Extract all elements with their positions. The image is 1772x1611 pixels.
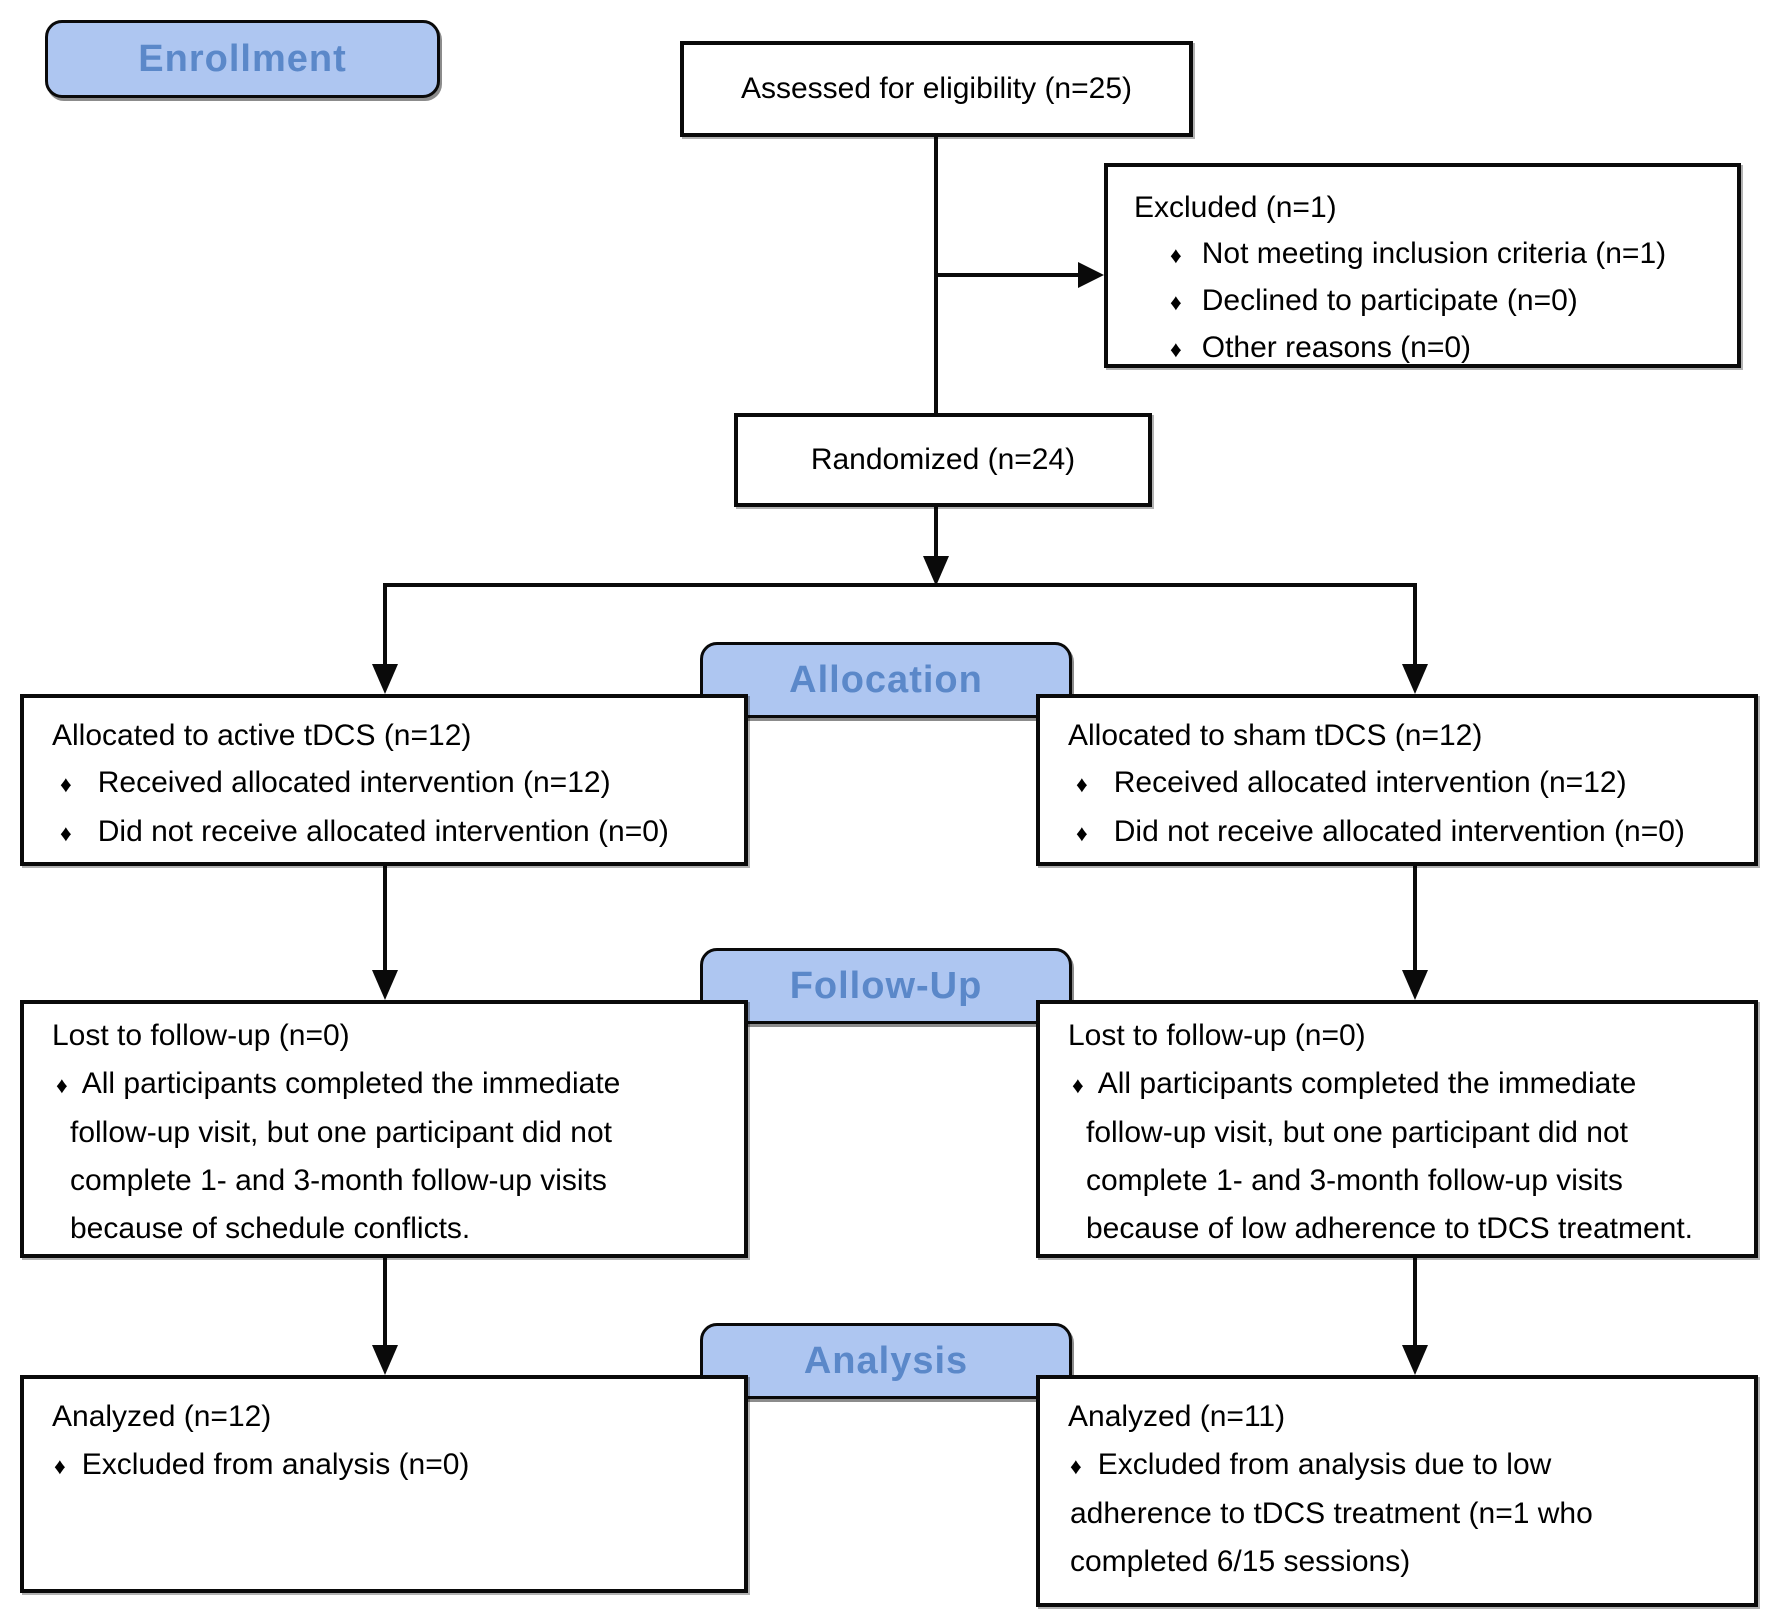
randomized-box: Randomized (n=24) [734, 413, 1152, 507]
diamond-bullet-icon: ♦ [60, 820, 72, 846]
analysis-active-box: Analyzed (n=12) ♦ Excluded from analysis … [20, 1375, 748, 1593]
arrowhead-down-icon [372, 664, 398, 694]
arrowhead-down-icon [1402, 1345, 1428, 1375]
diamond-bullet-icon: ♦ [1072, 1072, 1084, 1098]
allocation-sham-bullet-text: Did not receive allocated intervention (… [1113, 815, 1685, 848]
allocation-sham-title: Allocated to sham tDCS (n=12) [1068, 719, 1483, 752]
arrowhead-down-icon [1402, 970, 1428, 1000]
allocation-active-bullet-text: Received allocated intervention (n=12) [97, 766, 611, 799]
excluded-bullet-text: Other reasons (n=0) [1201, 331, 1472, 364]
stage-badge-analysis: Analysis [700, 1323, 1072, 1399]
followup-active-line: complete 1- and 3-month follow-up visits [70, 1164, 607, 1197]
excluded-bullet: ♦ Not meeting inclusion criteria (n=1) [1170, 231, 1727, 278]
allocation-active-bullet: ♦ Did not receive allocated intervention … [60, 808, 736, 857]
stage-badge-enrollment-label: Enrollment [138, 37, 347, 80]
diamond-bullet-icon: ♦ [56, 1072, 68, 1098]
excluded-bullet: ♦ Other reasons (n=0) [1170, 325, 1727, 372]
analysis-active-bullet: ♦ Excluded from analysis (n=0) [54, 1441, 738, 1490]
analysis-sham-line: adherence to tDCS treatment (n=1 who [1070, 1497, 1593, 1530]
arrowhead-down-icon [372, 970, 398, 1000]
allocation-sham-bullet: ♦ Did not receive allocated intervention … [1076, 808, 1746, 857]
stage-badge-allocation-label: Allocation [789, 658, 983, 701]
allocation-sham-box: Allocated to sham tDCS (n=12) ♦ Received … [1036, 694, 1758, 866]
diamond-bullet-icon: ♦ [1170, 289, 1182, 315]
split-line [383, 583, 1417, 587]
diamond-bullet-icon: ♦ [54, 1453, 66, 1479]
allocation-active-bullet-text: Did not receive allocated intervention (… [97, 815, 669, 848]
diamond-bullet-icon: ♦ [1076, 820, 1088, 846]
analysis-sham-bullet-line: ♦ Excluded from analysis due to low [1070, 1441, 1748, 1490]
excluded-bullet: ♦ Declined to participate (n=0) [1170, 278, 1727, 325]
allocation-active-title: Allocated to active tDCS (n=12) [52, 719, 472, 752]
allocation-sham-bullet: ♦ Received allocated intervention (n=12) [1076, 759, 1746, 808]
randomized-text: Randomized (n=24) [810, 443, 1076, 476]
diamond-bullet-icon: ♦ [60, 771, 72, 797]
analysis-sham-line-text: Excluded from analysis due to low [1097, 1448, 1552, 1481]
assessed-eligibility-box: Assessed for eligibility (n=25) [680, 41, 1193, 137]
followup-sham-line: complete 1- and 3-month follow-up visits [1086, 1164, 1623, 1197]
connector-followup-to-analysis-left [383, 1258, 387, 1346]
arrowhead-down-icon [1402, 664, 1428, 694]
followup-active-title: Lost to follow-up (n=0) [52, 1019, 350, 1052]
connector-randomized-to-split [934, 507, 938, 559]
connector-split-to-allocation-left [383, 583, 387, 665]
connector-branch-to-excluded [936, 273, 1078, 277]
analysis-sham-box: Analyzed (n=11) ♦ Excluded from analysis … [1036, 1375, 1758, 1607]
stage-badge-followup: Follow-Up [700, 948, 1072, 1024]
connector-allocation-to-followup-right [1413, 866, 1417, 971]
arrowhead-down-icon [372, 1345, 398, 1375]
analysis-sham-line: completed 6/15 sessions) [1070, 1545, 1411, 1578]
stage-badge-allocation: Allocation [700, 642, 1072, 718]
followup-sham-title: Lost to follow-up (n=0) [1068, 1019, 1366, 1052]
followup-active-box: Lost to follow-up (n=0) ♦ All participant… [20, 1000, 748, 1258]
followup-sham-line: because of low adherence to tDCS treatme… [1086, 1212, 1694, 1245]
connector-allocation-to-followup-left [383, 866, 387, 971]
analysis-active-title: Analyzed (n=12) [52, 1400, 272, 1433]
stage-badge-followup-label: Follow-Up [789, 964, 983, 1007]
diamond-bullet-icon: ♦ [1070, 1453, 1082, 1479]
followup-active-line: follow-up visit, but one participant did… [70, 1116, 612, 1149]
analysis-sham-title: Analyzed (n=11) [1068, 1400, 1286, 1433]
followup-active-line: because of schedule conflicts. [70, 1212, 471, 1245]
allocation-sham-bullet-text: Received allocated intervention (n=12) [1113, 766, 1627, 799]
connector-split-to-allocation-right [1413, 583, 1417, 665]
arrowhead-down-icon [923, 556, 949, 586]
followup-sham-bullet-line: ♦ All participants completed the immediat… [1068, 1060, 1748, 1109]
arrowhead-right-icon [1078, 262, 1104, 288]
diamond-bullet-icon: ♦ [1076, 771, 1088, 797]
followup-active-bullet-line: ♦ All participants completed the immediat… [52, 1060, 738, 1109]
excluded-bullet-text: Not meeting inclusion criteria (n=1) [1201, 237, 1667, 270]
diamond-bullet-icon: ♦ [1170, 242, 1182, 268]
allocation-active-bullet: ♦ Received allocated intervention (n=12) [60, 759, 736, 808]
diamond-bullet-icon: ♦ [1170, 336, 1182, 362]
allocation-active-box: Allocated to active tDCS (n=12) ♦ Receive… [20, 694, 748, 866]
assessed-eligibility-text: Assessed for eligibility (n=25) [740, 72, 1132, 105]
stage-badge-analysis-label: Analysis [803, 1339, 969, 1382]
connector-followup-to-analysis-right [1413, 1258, 1417, 1346]
followup-active-line-text: All participants completed the immediate [81, 1067, 621, 1100]
followup-sham-line: follow-up visit, but one participant did… [1086, 1116, 1628, 1149]
analysis-active-bullet-text: Excluded from analysis (n=0) [81, 1448, 470, 1481]
excluded-box: Excluded (n=1) ♦ Not meeting inclusion cr… [1104, 163, 1741, 368]
excluded-title: Excluded (n=1) [1134, 191, 1337, 224]
followup-sham-box: Lost to follow-up (n=0) ♦ All participant… [1036, 1000, 1758, 1258]
followup-sham-line-text: All participants completed the immediate [1097, 1067, 1637, 1100]
excluded-bullet-text: Declined to participate (n=0) [1201, 284, 1578, 317]
stage-badge-enrollment: Enrollment [45, 20, 440, 98]
